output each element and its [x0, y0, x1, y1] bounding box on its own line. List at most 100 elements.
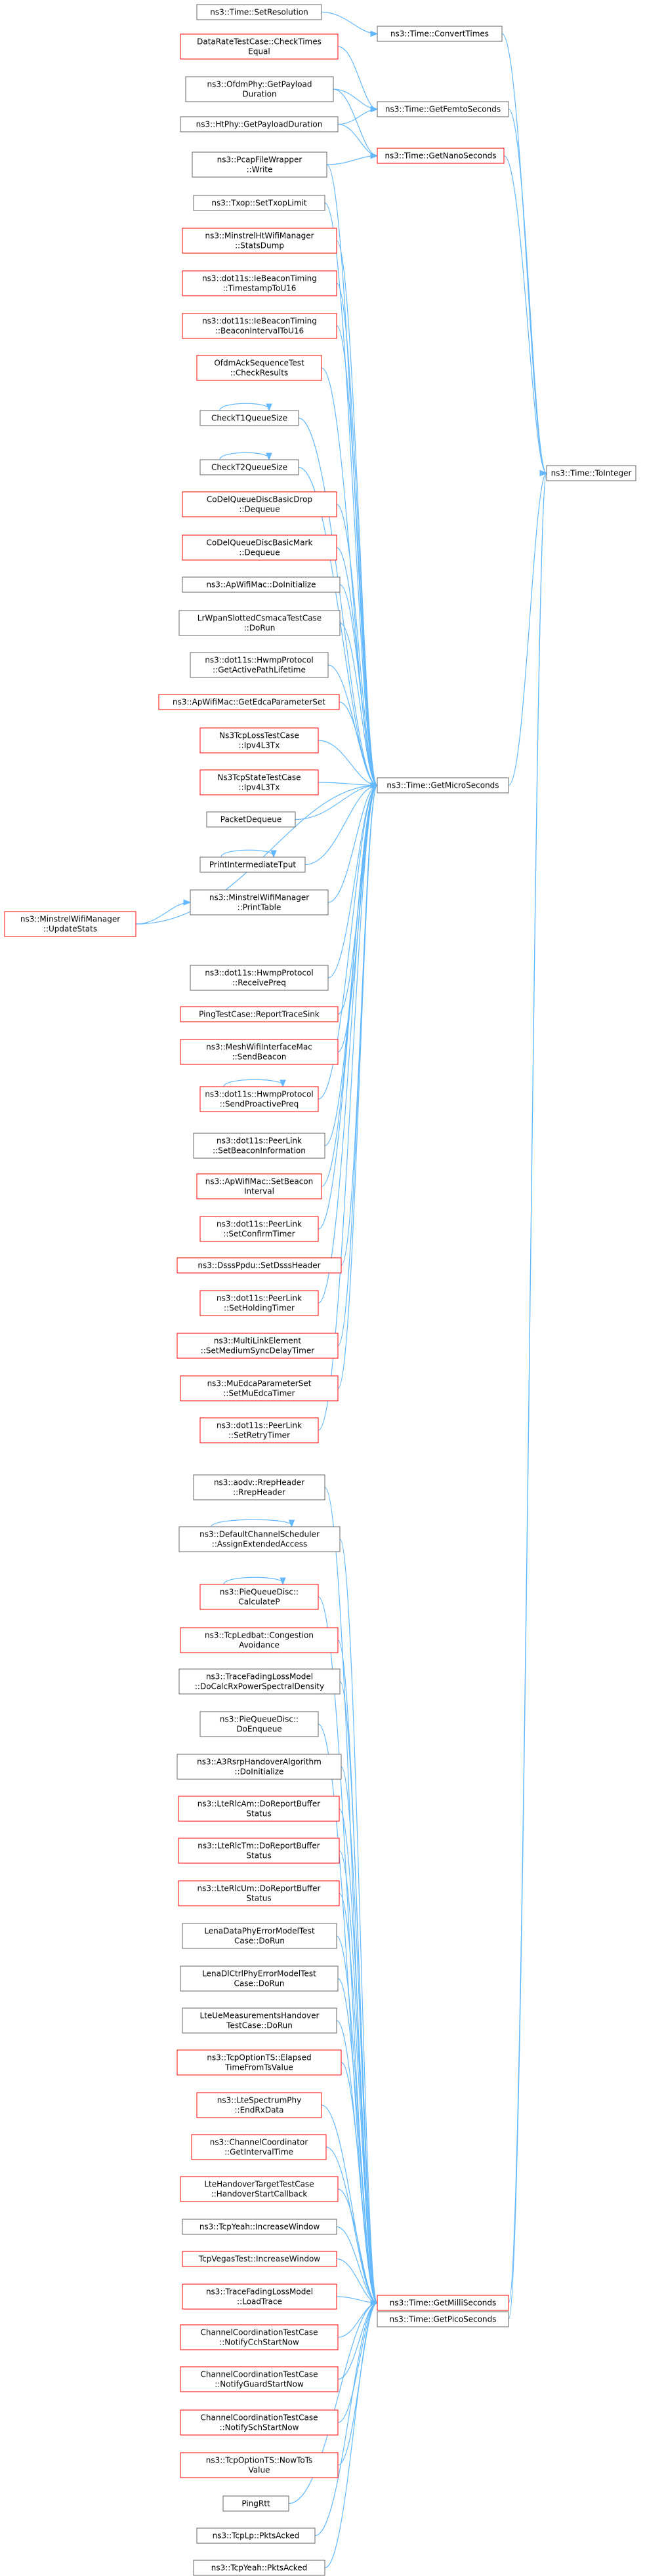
node-codel-mark-dequeue[interactable]: CoDelQueueDiscBasicMark::Dequeue [182, 534, 337, 561]
node-tcp-yeah-pkts-acked-label: ns3::TcpYeah::PktsAcked [211, 2564, 308, 2573]
node-hwmp-send-proactive-preq[interactable]: ns3::dot11s::HwmpProtocol::SendProactive… [199, 1086, 319, 1112]
node-peer-confirm-timer[interactable]: ns3::dot11s::PeerLink::SetConfirmTimer [199, 1216, 319, 1242]
node-peer-holding-timer[interactable]: ns3::dot11s::PeerLink::SetHoldingTimer [199, 1290, 319, 1316]
node-dsss-header[interactable]: ns3::DsssPpdu::SetDsssHeader [177, 1257, 342, 1274]
node-get-micro-seconds[interactable]: ns3::Time::GetMicroSeconds [377, 777, 509, 794]
node-lrwpan-do-run-label-2: ::DoRun [244, 624, 276, 633]
node-print-intermediate-tput[interactable]: PrintIntermediateTput [199, 856, 306, 873]
node-aodv-rrep-header[interactable]: ns3::aodv::RrepHeader::RrepHeader [193, 1474, 325, 1500]
node-get-femto-seconds[interactable]: ns3::Time::GetFemtoSeconds [377, 101, 509, 117]
node-minstrel-print-table[interactable]: ns3::MinstrelWifiManager::PrintTable [190, 889, 329, 916]
edge-tcpOptNow-to-getMilli [337, 2302, 378, 2466]
node-lrwpan-do-run[interactable]: LrWpanSlottedCsmacaTestCase::DoRun [178, 610, 341, 636]
node-hwmp-receive-preq-label-2: ::ReceivePreq [232, 978, 286, 988]
node-tcp-yeah-pkts-acked[interactable]: ns3::TcpYeah::PktsAcked [193, 2560, 325, 2576]
edge-checkT1-to-getMicro [298, 417, 378, 786]
node-pie-calculate-p[interactable]: ns3::PieQueueDisc::CalculateP [199, 1584, 319, 1610]
node-minstrel-update-stats[interactable]: ns3::MinstrelWifiManager::UpdateStats [4, 911, 136, 937]
node-ofdm-ack-check[interactable]: OfdmAckSequenceTest::CheckResults [196, 355, 322, 381]
edge-pingRtt-to-getMilli [288, 2302, 378, 2505]
edge-getFemto-to-toInteger [508, 108, 547, 474]
node-trace-fading-psd[interactable]: ns3::TraceFadingLossModel::DoCalcRxPower… [178, 1668, 341, 1695]
node-txop-limit[interactable]: ns3::Txop::SetTxopLimit [193, 195, 325, 211]
node-a3-rsrp-do-initialize[interactable]: ns3::A3RsrpHandoverAlgorithm::DoInitiali… [177, 1754, 342, 1780]
node-ie-beacon-timestamp[interactable]: ns3::dot11s::IeBeaconTiming::TimestampTo… [182, 270, 337, 296]
node-mu-edca-timer[interactable]: ns3::MuEdcaParameterSet::SetMuEdcaTimer [180, 1375, 339, 1401]
edge-defaultChan-to-getMilli [339, 1539, 378, 2304]
node-tcp-option-ts-elapsed-label-2: TimeFromTsValue [224, 2063, 293, 2072]
node-codel-mark-dequeue-label: CoDelQueueDiscBasicMark [207, 538, 313, 548]
node-check-t2-queue-size[interactable]: CheckT2QueueSize [199, 459, 299, 475]
node-tcp-loss-ipv4[interactable]: Ns3TcpLossTestCase::Ipv4L3Tx [199, 727, 319, 754]
node-default-channel-scheduler-label: ns3::DefaultChannelScheduler [199, 1530, 320, 1539]
node-mesh-send-beacon[interactable]: ns3::MeshWifiInterfaceMac::SendBeacon [180, 1039, 339, 1065]
node-get-pico-seconds[interactable]: ns3::Time::GetPicoSeconds [377, 2311, 509, 2327]
node-ie-beacon-interval[interactable]: ns3::dot11s::IeBeaconTiming::BeaconInter… [182, 313, 337, 339]
node-convert-times[interactable]: ns3::Time::ConvertTimes [377, 26, 503, 42]
node-hwmp-active-path-lifetime-label-2: ::GetActivePathLifetime [213, 666, 306, 675]
node-aodv-rrep-header-label-2: ::RrepHeader [233, 1488, 285, 1497]
node-mesh-send-beacon-label: ns3::MeshWifiInterfaceMac [206, 1043, 312, 1052]
edge-getPico-to-toInteger [508, 472, 547, 2320]
node-hwmp-receive-preq[interactable]: ns3::dot11s::HwmpProtocol::ReceivePreq [190, 965, 329, 991]
node-default-channel-scheduler[interactable]: ns3::DefaultChannelScheduler::AssignExte… [178, 1526, 341, 1552]
node-ap-do-initialize[interactable]: ns3::ApWifiMac::DoInitialize [182, 576, 341, 593]
node-peer-beacon-information[interactable]: ns3::dot11s::PeerLink::SetBeaconInformat… [193, 1133, 325, 1159]
node-channel-coordinator-interval[interactable]: ns3::ChannelCoordinator::GetIntervalTime [191, 2134, 327, 2160]
node-check-t1-queue-size[interactable]: CheckT1QueueSize [199, 410, 299, 426]
self-loop-checkT1 [219, 403, 270, 411]
node-print-intermediate-tput-label: PrintIntermediateTput [209, 860, 297, 870]
node-channel-coordination-cch[interactable]: ChannelCoordinationTestCase::NotifyCchSt… [180, 2324, 339, 2350]
node-pie-do-enqueue[interactable]: ns3::PieQueueDisc::DoEnqueue [199, 1711, 319, 1737]
edge-codelDrop-to-getMicro [336, 504, 378, 786]
node-tcp-lp-pkts-acked[interactable]: ns3::TcpLp::PktsAcked [196, 2527, 316, 2544]
self-loop-checkT2-arrowhead [266, 453, 272, 461]
node-peer-retry-timer[interactable]: ns3::dot11s::PeerLink::SetRetryTimer [199, 1417, 319, 1443]
node-ping-report-trace-sink[interactable]: PingTestCase::ReportTraceSink [180, 1006, 339, 1022]
node-lte-ue-measurements-label: LteUeMeasurementsHandover [200, 2011, 320, 2021]
node-hwmp-active-path-lifetime[interactable]: ns3::dot11s::HwmpProtocol::GetActivePath… [190, 652, 329, 678]
node-tcp-state-ipv4[interactable]: Ns3TcpStateTestCase::Ipv4L3Tx [199, 769, 319, 795]
node-minstrel-update-stats-label: ns3::MinstrelWifiManager [20, 915, 120, 924]
node-pie-calculate-p-label: ns3::PieQueueDisc:: [220, 1588, 299, 1597]
node-ledbat-congestion-avoidance-label-2: Avoidance [239, 1641, 280, 1650]
node-tcp-yeah-increase-window[interactable]: ns3::TcpYeah::IncreaseWindow [182, 2219, 337, 2235]
node-lte-spectrum-end-rx[interactable]: ns3::LteSpectrumPhy::EndRxData [196, 2092, 322, 2118]
node-codel-drop-dequeue[interactable]: CoDelQueueDiscBasicDrop::Dequeue [182, 491, 337, 517]
node-peer-confirm-timer-label-2: ::SetConfirmTimer [223, 1230, 295, 1239]
node-multi-link-sync-delay[interactable]: ns3::MultiLinkElement::SetMediumSyncDela… [177, 1333, 339, 1359]
node-tcp-vegas-increase-window[interactable]: TcpVegasTest::IncreaseWindow [182, 2251, 337, 2267]
node-trace-fading-load-trace[interactable]: ns3::TraceFadingLossModel::LoadTrace [182, 2284, 337, 2310]
node-channel-coordination-guard[interactable]: ChannelCoordinationTestCase::NotifyGuard… [180, 2366, 339, 2392]
node-minstrel-update-stats-label-2: ::UpdateStats [43, 925, 97, 934]
node-multi-link-sync-delay-label-2: ::SetMediumSyncDelayTimer [201, 1346, 314, 1356]
node-pcap-write[interactable]: ns3::PcapFileWrapper::Write [192, 151, 327, 178]
node-minstrel-ht-stats[interactable]: ns3::MinstrelHtWifiManager::StatsDump [182, 228, 337, 254]
node-set-resolution[interactable]: ns3::Time::SetResolution [196, 4, 322, 20]
node-ap-edca-parameter-set[interactable]: ns3::ApWifiMac::GetEdcaParameterSet [158, 694, 340, 710]
node-data-rate-check-times-label: DataRateTestCase::CheckTimes [197, 37, 322, 47]
node-lte-handover-target[interactable]: LteHandoverTargetTestCase::HandoverStart… [180, 2176, 339, 2202]
node-ofdm-payload-duration[interactable]: ns3::OfdmPhy::GetPayloadDuration [185, 76, 334, 102]
node-get-nano-seconds[interactable]: ns3::Time::GetNanoSeconds [377, 148, 505, 164]
node-to-integer[interactable]: ns3::Time::ToInteger [546, 465, 636, 481]
node-set-resolution-label: ns3::Time::SetResolution [210, 8, 308, 17]
node-ht-payload-duration[interactable]: ns3::HtPhy::GetPayloadDuration [180, 116, 339, 132]
node-channel-coordination-sch[interactable]: ChannelCoordinationTestCase::NotifySchSt… [180, 2409, 339, 2436]
node-trace-fading-load-trace-label: ns3::TraceFadingLossModel [206, 2287, 313, 2297]
node-packet-dequeue[interactable]: PacketDequeue [206, 811, 296, 828]
edge-peerHolding-to-getMicro [318, 784, 378, 1304]
node-get-milli-seconds[interactable]: ns3::Time::GetMilliSeconds [377, 2295, 509, 2311]
node-ping-rtt[interactable]: PingRtt [222, 2495, 289, 2512]
